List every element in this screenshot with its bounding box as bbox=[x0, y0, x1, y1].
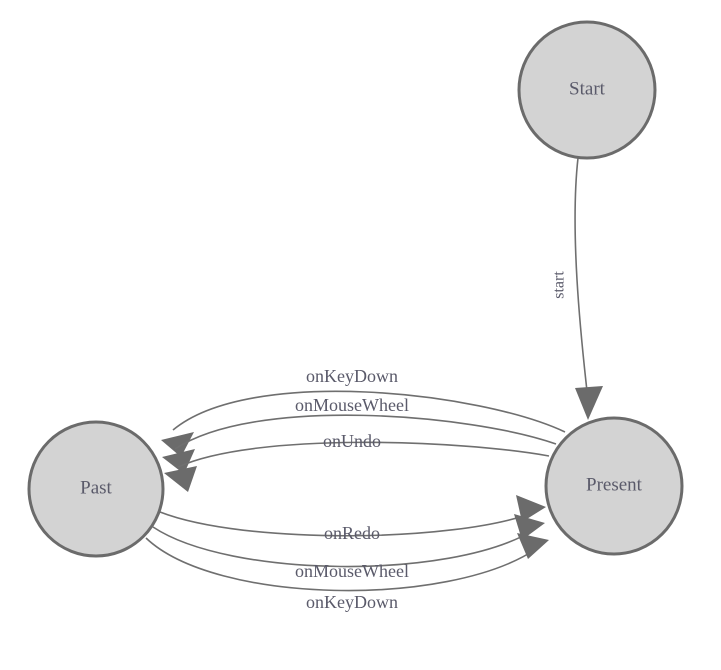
edge-start-path bbox=[574, 157, 589, 401]
edge-start-arrowhead bbox=[575, 386, 603, 420]
node-present-circle bbox=[544, 416, 684, 556]
edge-onundo-to-past[interactable] bbox=[164, 441, 550, 492]
node-present[interactable]: Present bbox=[544, 416, 684, 556]
node-start-label: Start bbox=[569, 78, 606, 99]
node-past-circle bbox=[27, 420, 165, 558]
edge-onredo-to-present-arrowhead bbox=[516, 495, 546, 522]
edge-onundo-to-past-arrowhead bbox=[164, 466, 197, 492]
node-past[interactable]: Past bbox=[27, 420, 165, 558]
node-start[interactable]: Start bbox=[517, 20, 657, 160]
edge-onmousewheel-to-past-arrowhead bbox=[162, 449, 195, 474]
edge-label-onredo: onRedo bbox=[324, 523, 380, 543]
edge-onkeydown-to-present[interactable] bbox=[145, 533, 549, 592]
edge-onkeydown-to-past[interactable] bbox=[161, 390, 566, 457]
edge-label-start: start bbox=[551, 271, 568, 299]
edge-label-onmousewheel-to-past: onMouseWheel bbox=[295, 395, 409, 415]
edge-onkeydown-to-past-path bbox=[172, 390, 566, 433]
edge-label-onkeydown-to-past: onKeyDown bbox=[306, 366, 398, 386]
edge-onredo-to-present[interactable] bbox=[159, 495, 546, 537]
edge-onkeydown-to-present-path bbox=[145, 537, 537, 592]
edge-onmousewheel-to-present[interactable] bbox=[152, 514, 545, 568]
edge-onmousewheel-to-past[interactable] bbox=[162, 414, 557, 474]
edge-label-onundo: onUndo bbox=[323, 431, 381, 451]
edge-onredo-to-present-path bbox=[159, 511, 533, 537]
edge-label-onkeydown-to-present: onKeyDown bbox=[306, 592, 398, 612]
edge-onmousewheel-to-present-arrowhead bbox=[514, 514, 545, 540]
edge-onkeydown-to-present-arrowhead bbox=[517, 533, 549, 559]
edge-label-onmousewheel-to-present: onMouseWheel bbox=[295, 561, 409, 581]
edge-onmousewheel-to-present-path bbox=[152, 526, 533, 568]
edge-onmousewheel-to-past-path bbox=[174, 414, 557, 450]
node-present-label: Present bbox=[586, 474, 643, 495]
edge-start[interactable] bbox=[574, 157, 603, 420]
node-start-circle bbox=[517, 20, 657, 160]
edge-onundo-to-past-path bbox=[177, 441, 550, 468]
node-past-label: Past bbox=[80, 477, 112, 498]
edge-onkeydown-to-past-arrowhead bbox=[161, 432, 194, 457]
